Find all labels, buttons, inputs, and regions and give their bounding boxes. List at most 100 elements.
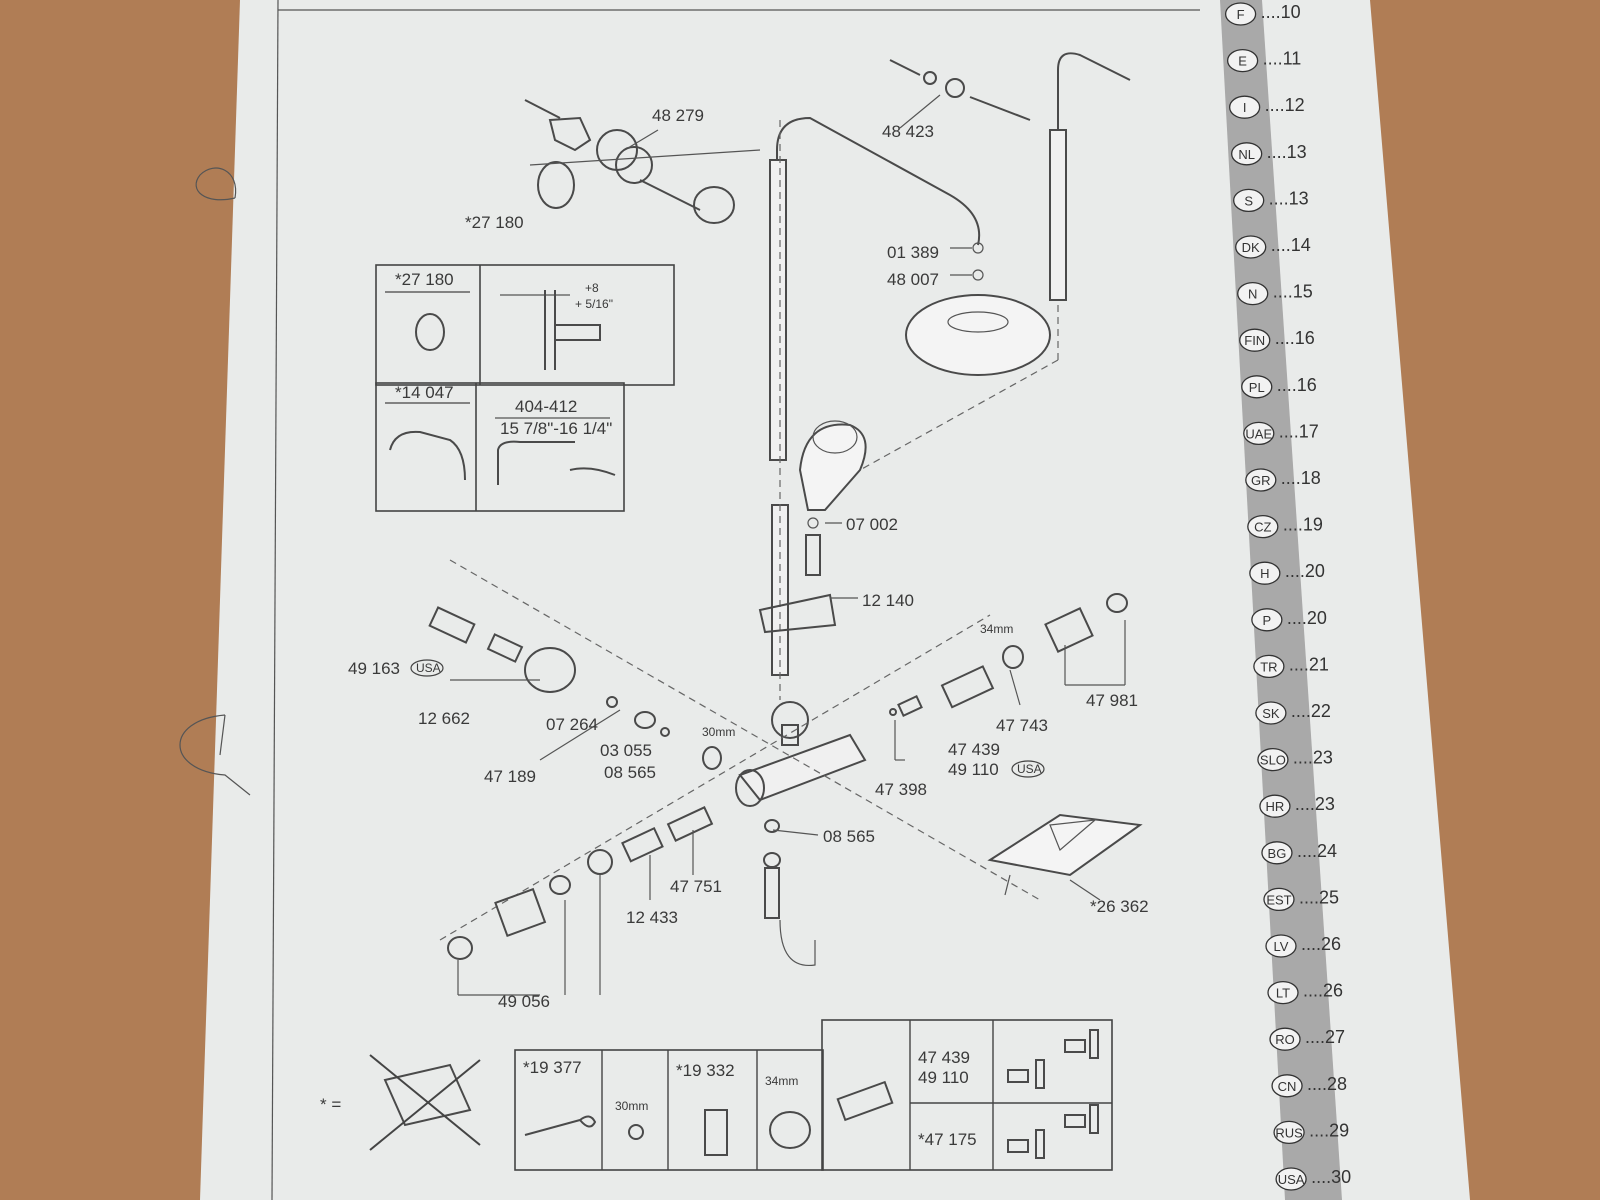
language-page-number: ....12	[1265, 95, 1305, 115]
language-code: PL	[1249, 380, 1265, 395]
language-tab-lv[interactable]: LV....26	[1265, 934, 1341, 958]
language-tab-lt[interactable]: LT ....26	[1267, 981, 1343, 1005]
language-tab-slo[interactable]: SLO....23	[1257, 747, 1333, 772]
svg-text:USA: USA	[1017, 762, 1042, 776]
language-page-number: ....26	[1303, 981, 1343, 1001]
language-tab-usa[interactable]: USA....30	[1275, 1167, 1351, 1191]
language-tab-n[interactable]: N....15	[1237, 281, 1313, 306]
language-page-number: ....24	[1297, 841, 1337, 861]
binder-clip-bottom	[179, 714, 251, 796]
language-code: SK	[1262, 706, 1280, 721]
label-01389: 01 389	[887, 243, 939, 262]
language-tab-pl[interactable]: PL....16	[1241, 375, 1317, 399]
language-tab-est[interactable]: EST ....25	[1263, 887, 1339, 912]
language-tab-badge	[1237, 281, 1269, 306]
language-page-number: ....25	[1299, 887, 1339, 907]
language-tab-nl[interactable]: NL....13	[1231, 142, 1307, 166]
language-code: TR	[1260, 659, 1277, 674]
usa-badge-1: USA	[410, 659, 444, 677]
inset-box-bottom: *14 047 404-412 15 7/8"-16 1/4"	[375, 382, 625, 512]
language-code: LT	[1276, 986, 1290, 1001]
language-code: F	[1237, 7, 1245, 22]
language-tab-badge	[1263, 887, 1295, 912]
language-page-number: ....17	[1279, 421, 1319, 441]
wrench-icon	[524, 1115, 597, 1136]
language-code: S	[1244, 193, 1253, 208]
exploded-diagram	[428, 52, 1143, 996]
language-code: HR	[1266, 799, 1285, 814]
language-tab-tr[interactable]: TR....21	[1253, 654, 1329, 679]
language-tab-ro[interactable]: RO....27	[1269, 1027, 1345, 1051]
label-12433: 12 433	[626, 908, 678, 927]
overhead-shower-head	[905, 294, 1051, 376]
language-tab-badge	[1249, 561, 1281, 585]
language-code: P	[1263, 613, 1272, 628]
language-tab-h[interactable]: H ....20	[1249, 561, 1325, 585]
label-12140: 12 140	[862, 591, 914, 610]
language-tab-sk[interactable]: SK....22	[1255, 701, 1331, 725]
label-12662: 12 662	[418, 709, 470, 728]
usa-badge-2: USA	[1011, 760, 1045, 778]
language-code: CN	[1278, 1079, 1297, 1094]
language-page-number: ....28	[1307, 1074, 1347, 1094]
language-tab-badge	[1239, 328, 1271, 352]
language-tab-badge	[1259, 794, 1291, 818]
dim-30mm: 30mm	[702, 725, 735, 739]
language-tab-badge	[1241, 375, 1273, 399]
spanner-sleeve-icon	[704, 1109, 728, 1156]
language-code: E	[1238, 54, 1247, 69]
label-49110: 49 110	[948, 760, 999, 779]
language-tab-s[interactable]: S....13	[1233, 188, 1309, 213]
label-07002: 07 002	[846, 515, 898, 534]
language-tab-i[interactable]: I ....12	[1228, 95, 1305, 119]
language-code: EST	[1266, 892, 1291, 907]
language-tab-gr[interactable]: GR....18	[1245, 468, 1321, 492]
language-tab-rus[interactable]: RUS ....29	[1273, 1120, 1349, 1145]
language-tab-e[interactable]: E ....11	[1226, 49, 1302, 73]
label-47398: 47 398	[875, 780, 927, 799]
language-tab-badge	[1275, 1167, 1307, 1191]
language-tab-badge	[1253, 654, 1285, 679]
language-tab-hr[interactable]: HR....23	[1259, 794, 1335, 818]
inset-b-dim1: 404-412	[515, 397, 577, 416]
tool-30mm: 30mm	[615, 1099, 648, 1113]
language-code: SLO	[1260, 753, 1286, 768]
language-tab-cn[interactable]: CN ....28	[1271, 1074, 1347, 1098]
paper-sheet	[200, 0, 1470, 1200]
tool-34mm: 34mm	[765, 1074, 798, 1088]
language-code: H	[1260, 566, 1269, 581]
language-tab-f[interactable]: F ....10	[1224, 2, 1301, 26]
language-code: UAE	[1245, 426, 1272, 441]
dim-34mm: 34mm	[980, 622, 1013, 636]
language-page-number: ....20	[1285, 561, 1325, 581]
language-tab-dk[interactable]: DK....14	[1235, 235, 1311, 259]
language-tab-badge	[1257, 747, 1289, 772]
seal-ring-icon	[415, 313, 445, 351]
label-03055: 03 055	[600, 741, 652, 760]
thermostat-body	[738, 733, 867, 802]
language-code: FIN	[1244, 333, 1265, 348]
label-48279: 48 279	[652, 106, 704, 125]
inset-a-dim1: +8	[585, 281, 599, 295]
language-page-number: ....29	[1309, 1120, 1349, 1140]
language-code: RO	[1275, 1032, 1295, 1047]
language-tab-bg[interactable]: BG....24	[1261, 841, 1337, 865]
language-code: RUS	[1275, 1125, 1303, 1140]
language-tab-badge	[1247, 514, 1279, 539]
crossed-kit-icon	[369, 1054, 481, 1151]
language-code: N	[1248, 287, 1257, 302]
language-code: I	[1243, 100, 1247, 115]
label-47981: 47 981	[1086, 691, 1138, 710]
ring-tool-icon	[769, 1111, 811, 1149]
language-tab-uae[interactable]: UAE ....17	[1243, 421, 1319, 446]
language-page-number: ....11	[1263, 49, 1302, 69]
language-tab-p[interactable]: P....20	[1251, 608, 1327, 632]
inset-b-code: *14 047	[395, 383, 454, 402]
adapter-icon	[836, 1080, 894, 1122]
label-26362: *26 362	[1090, 897, 1149, 916]
slider-holder	[758, 593, 837, 634]
language-tab-cz[interactable]: CZ....19	[1247, 514, 1323, 539]
language-page-number: ....10	[1261, 2, 1301, 22]
language-tab-fin[interactable]: FIN....16	[1239, 328, 1315, 352]
